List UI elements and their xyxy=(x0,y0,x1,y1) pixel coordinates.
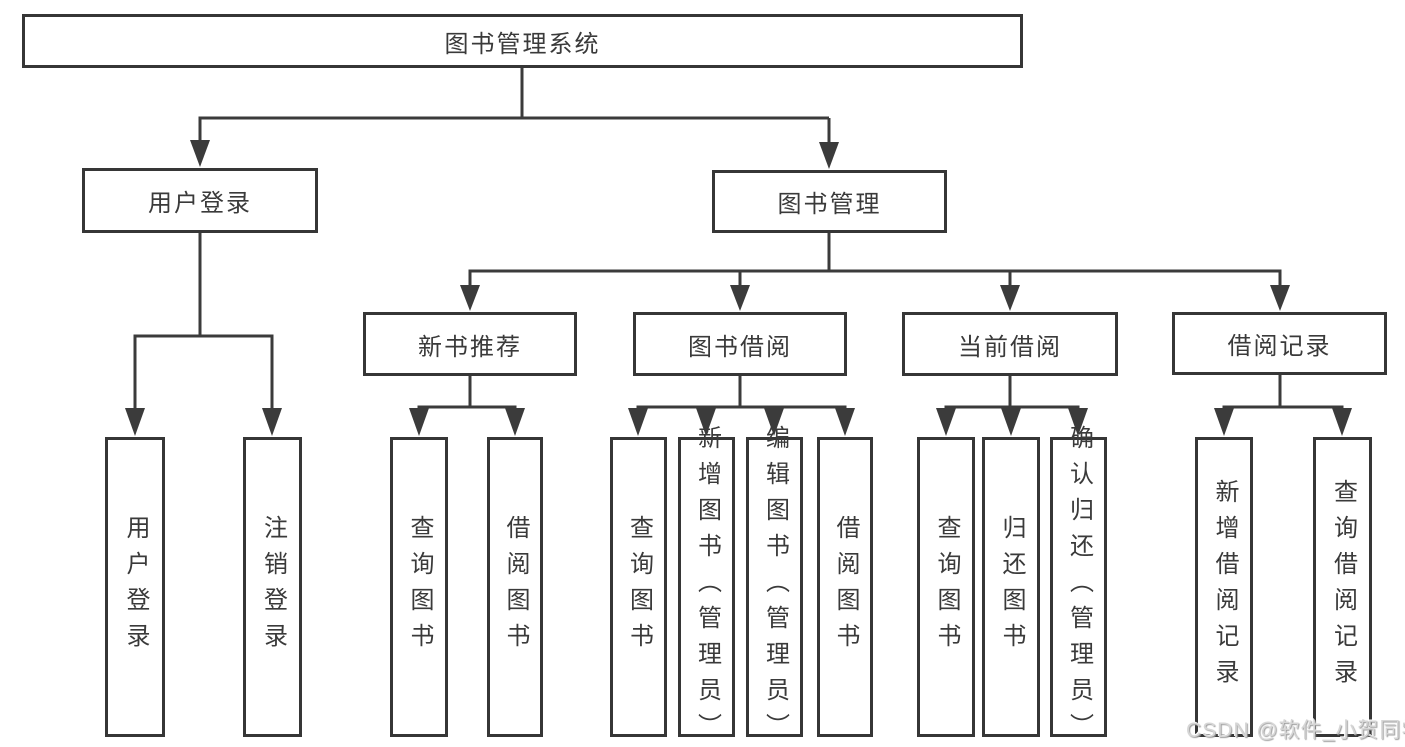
arrowhead xyxy=(125,408,145,436)
arrowhead xyxy=(1000,285,1020,311)
arrowhead xyxy=(460,285,480,311)
connector-borrow-children xyxy=(636,375,847,410)
node-book-mgmt-branch: 图书管理 xyxy=(712,170,947,233)
arrowhead xyxy=(1270,285,1290,311)
connector-root-to-level2 xyxy=(198,66,831,143)
node-leaf-borrow-books-1: 借阅图书 xyxy=(487,437,543,737)
node-label: 借阅记录 xyxy=(1227,333,1332,360)
node-label: 用户登录 xyxy=(148,190,252,217)
arrowhead xyxy=(1332,408,1352,436)
node-label: 用户登录 xyxy=(122,515,149,659)
arrowhead xyxy=(505,408,525,436)
node-user-login-branch: 用户登录 xyxy=(82,168,318,233)
node-label: 新增借阅记录 xyxy=(1211,479,1238,695)
arrowhead xyxy=(190,140,210,167)
node-label: 查询图书 xyxy=(625,515,653,659)
node-leaf-edit-book-admin: 编辑图书（管理员） xyxy=(746,425,803,747)
arrowhead xyxy=(628,408,648,436)
node-label: 查询图书 xyxy=(406,515,433,659)
connector-current-children xyxy=(944,375,1080,410)
node-label: 新增图书（管理员） xyxy=(693,425,721,747)
node-book-borrow: 图书借阅 xyxy=(633,312,847,376)
node-new-book-recommend: 新书推荐 xyxy=(363,312,577,376)
node-leaf-borrow-books-2: 借阅图书 xyxy=(817,437,873,737)
connector-user-login-children xyxy=(133,232,274,409)
connector-records-children xyxy=(1222,374,1344,410)
node-label: 查询图书 xyxy=(933,515,960,659)
node-system-root: 图书管理系统 xyxy=(22,14,1023,68)
arrowhead xyxy=(1001,408,1021,436)
node-leaf-query-books-3: 查询图书 xyxy=(917,437,975,737)
node-label: 借阅图书 xyxy=(502,515,529,659)
node-borrow-records: 借阅记录 xyxy=(1172,312,1387,375)
arrowhead xyxy=(936,408,956,436)
node-leaf-return-book: 归还图书 xyxy=(982,437,1040,737)
node-leaf-user-login: 用户登录 xyxy=(105,437,165,737)
node-label: 注销登录 xyxy=(259,515,287,659)
node-label: 新书推荐 xyxy=(418,333,522,361)
node-label: 图书管理系统 xyxy=(444,30,601,58)
node-leaf-add-book-admin: 新增图书（管理员） xyxy=(678,425,735,747)
arrowhead xyxy=(819,142,839,169)
node-label: 图书管理 xyxy=(777,191,882,218)
arrowhead xyxy=(764,408,784,436)
node-label: 归还图书 xyxy=(998,515,1025,659)
arrowhead xyxy=(696,408,716,436)
node-label: 确认归还（管理员） xyxy=(1065,425,1093,747)
arrowhead xyxy=(730,285,750,311)
node-leaf-query-borrow-record: 查询借阅记录 xyxy=(1313,437,1372,737)
node-current-borrow: 当前借阅 xyxy=(902,312,1118,376)
node-leaf-query-books-2: 查询图书 xyxy=(610,437,667,737)
node-leaf-logout: 注销登录 xyxy=(243,437,302,737)
arrowhead xyxy=(262,408,282,436)
connector-new-book-children xyxy=(417,375,517,410)
node-leaf-query-books-1: 查询图书 xyxy=(390,437,448,737)
node-label: 图书借阅 xyxy=(688,333,792,361)
csdn-watermark: CSDN @软件_小贺同学 xyxy=(1186,719,1405,742)
node-label: 查询借阅记录 xyxy=(1329,479,1357,695)
node-label: 借阅图书 xyxy=(832,515,859,659)
node-leaf-confirm-return-admin: 确认归还（管理员） xyxy=(1050,425,1107,747)
node-label: 编辑图书（管理员） xyxy=(761,425,789,747)
node-leaf-add-borrow-record: 新增借阅记录 xyxy=(1195,437,1253,737)
arrowhead xyxy=(409,408,429,436)
arrowhead xyxy=(1214,408,1234,436)
arrowhead xyxy=(1068,408,1088,436)
node-label: 当前借阅 xyxy=(958,333,1062,361)
arrowhead xyxy=(835,408,855,436)
connector-book-mgmt-children xyxy=(468,232,1282,286)
